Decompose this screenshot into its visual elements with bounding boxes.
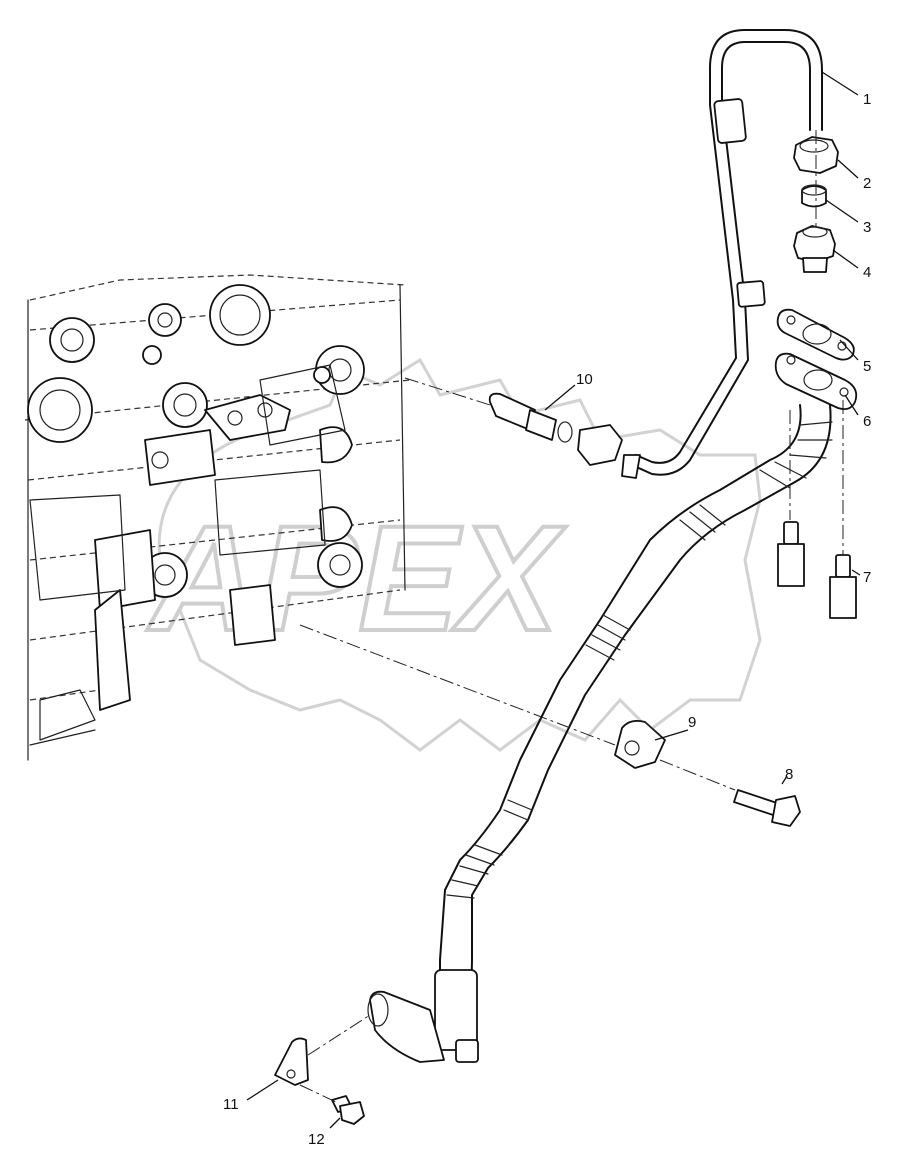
callout-6: 6 xyxy=(844,394,871,430)
svg-text:9: 9 xyxy=(688,714,696,731)
callout-10: 10 xyxy=(544,371,593,411)
callout-11: 11 xyxy=(223,1079,279,1113)
svg-text:4: 4 xyxy=(863,264,871,281)
callout-3: 3 xyxy=(825,199,871,236)
svg-text:2: 2 xyxy=(863,175,871,192)
svg-text:6: 6 xyxy=(863,413,871,430)
callout-1: 1 xyxy=(821,71,871,108)
part-9-clamp xyxy=(614,719,666,769)
engine-block xyxy=(24,274,411,761)
svg-text:5: 5 xyxy=(863,358,871,375)
callout-labels: 1 2 3 4 5 6 7 8 xyxy=(223,71,871,1148)
svg-text:12: 12 xyxy=(308,1131,325,1148)
part-4-adapter xyxy=(793,225,836,273)
svg-text:11: 11 xyxy=(223,1096,239,1113)
callout-8: 8 xyxy=(781,766,793,785)
assembly-center-lines xyxy=(299,130,844,1103)
callout-12: 12 xyxy=(308,1117,341,1148)
part-12-flange-bolt xyxy=(331,1095,365,1125)
svg-text:1: 1 xyxy=(863,91,871,108)
part-3-sleeve xyxy=(801,184,827,208)
callout-7: 7 xyxy=(851,569,871,586)
svg-text:8: 8 xyxy=(785,766,793,783)
part-6-flange-hose xyxy=(367,352,858,1063)
part-1-upper-oil-pipe xyxy=(621,29,823,479)
svg-text:3: 3 xyxy=(863,219,871,236)
callout-5: 5 xyxy=(839,339,871,375)
svg-text:10: 10 xyxy=(576,371,593,388)
part-7-studs xyxy=(777,521,857,619)
part-11-bracket xyxy=(274,1037,309,1086)
callout-2: 2 xyxy=(837,159,871,192)
part-10-fitting xyxy=(488,392,623,466)
callout-4: 4 xyxy=(832,249,871,281)
svg-text:7: 7 xyxy=(863,569,871,586)
part-5-gasket xyxy=(776,308,855,361)
part-8-bolt xyxy=(733,789,801,827)
callout-9: 9 xyxy=(654,714,696,741)
